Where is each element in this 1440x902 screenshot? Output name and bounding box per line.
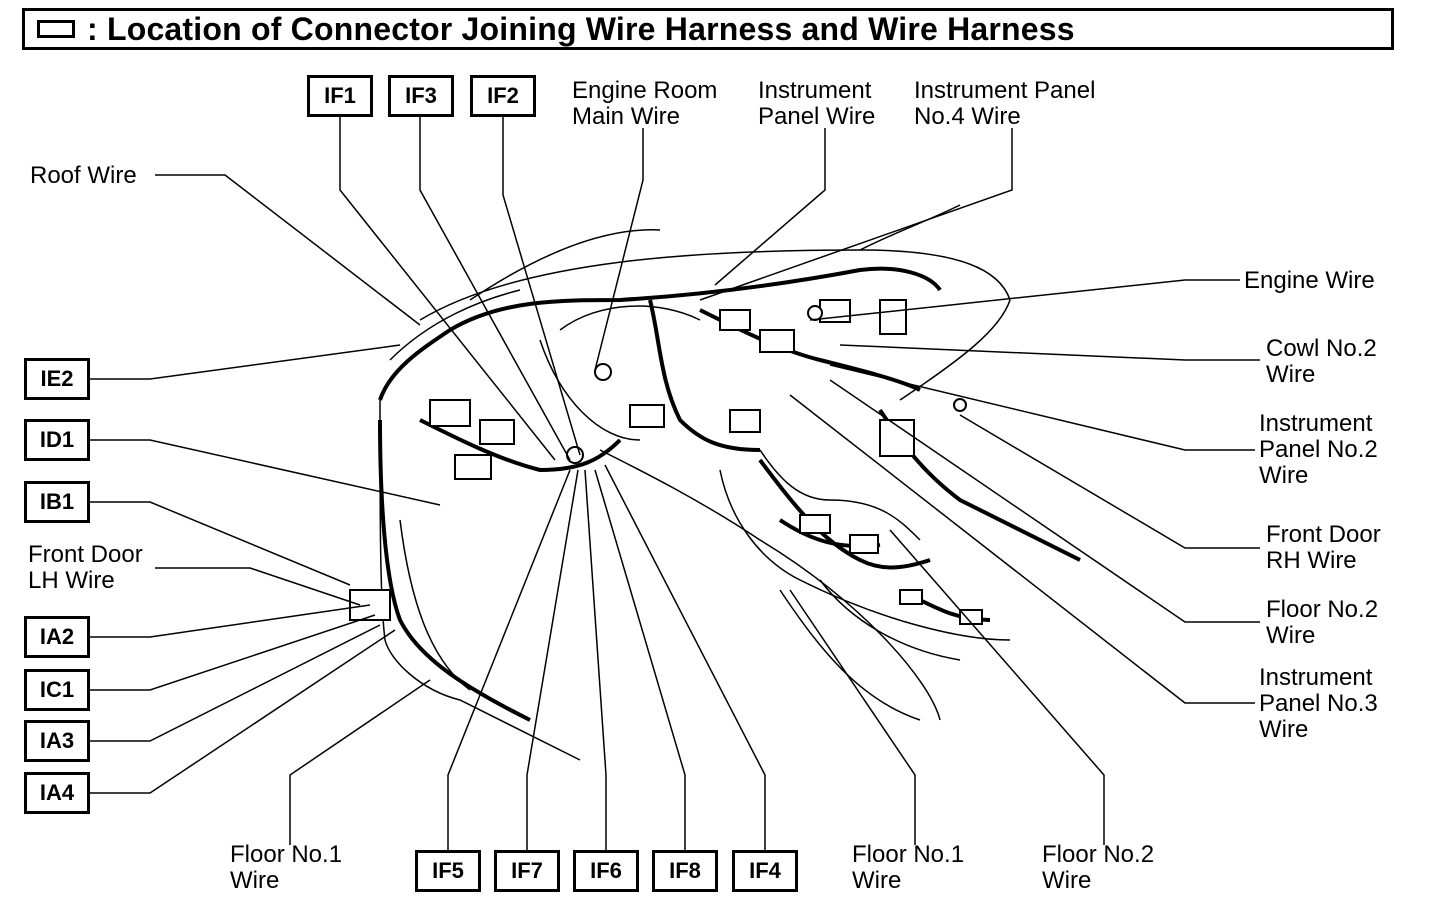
leader-lines — [90, 115, 1260, 850]
engine-room-main-wire-label: Engine Room Main Wire — [572, 77, 718, 130]
connector-IF2: IF2 — [470, 75, 536, 117]
component-blocks — [349, 299, 983, 625]
connector-IB1: IB1 — [24, 481, 90, 523]
front-door-lh-wire-label: Front Door LH Wire — [28, 541, 143, 594]
connector-IF5: IF5 — [415, 850, 481, 892]
connector-IF4: IF4 — [732, 850, 798, 892]
harness-bundles — [378, 266, 1081, 722]
page-title: : Location of Connector Joining Wire Har… — [87, 10, 1075, 47]
title-bar: : Location of Connector Joining Wire Har… — [22, 8, 1394, 50]
connector-symbol-icon — [37, 20, 75, 38]
floor-no2-wire-label-right: Floor No.2 Wire — [1266, 596, 1379, 649]
instrument-panel-no2-wire-label: Instrument Panel No.2 Wire — [1259, 410, 1378, 489]
connector-ID1: ID1 — [24, 419, 90, 461]
roof-wire-label: Roof Wire — [30, 162, 137, 189]
connector-IA4: IA4 — [24, 772, 90, 814]
engine-wire-label: Engine Wire — [1244, 267, 1375, 294]
connector-IA2: IA2 — [24, 616, 90, 658]
floor-no2-wire-label-bottom: Floor No.2 Wire — [1042, 841, 1155, 894]
front-door-rh-wire-label: Front Door RH Wire — [1266, 521, 1381, 574]
connector-IF8: IF8 — [652, 850, 718, 892]
connector-IE2: IE2 — [24, 358, 90, 400]
connector-IF1: IF1 — [307, 75, 373, 117]
connector-IC1: IC1 — [24, 669, 90, 711]
instrument-panel-no4-wire-label: Instrument Panel No.4 Wire — [914, 77, 1096, 130]
instrument-panel-no3-wire-label: Instrument Panel No.3 Wire — [1259, 664, 1378, 743]
floor-no1-wire-label-left: Floor No.1 Wire — [230, 841, 343, 894]
instrument-panel-wire-label: Instrument Panel Wire — [758, 77, 876, 130]
connector-IF7: IF7 — [494, 850, 560, 892]
cowl-no2-wire-label: Cowl No.2 Wire — [1266, 335, 1377, 388]
floor-no1-wire-label-center: Floor No.1 Wire — [852, 841, 965, 894]
connector-IF3: IF3 — [388, 75, 454, 117]
connector-IF6: IF6 — [573, 850, 639, 892]
connector-IA3: IA3 — [24, 720, 90, 762]
